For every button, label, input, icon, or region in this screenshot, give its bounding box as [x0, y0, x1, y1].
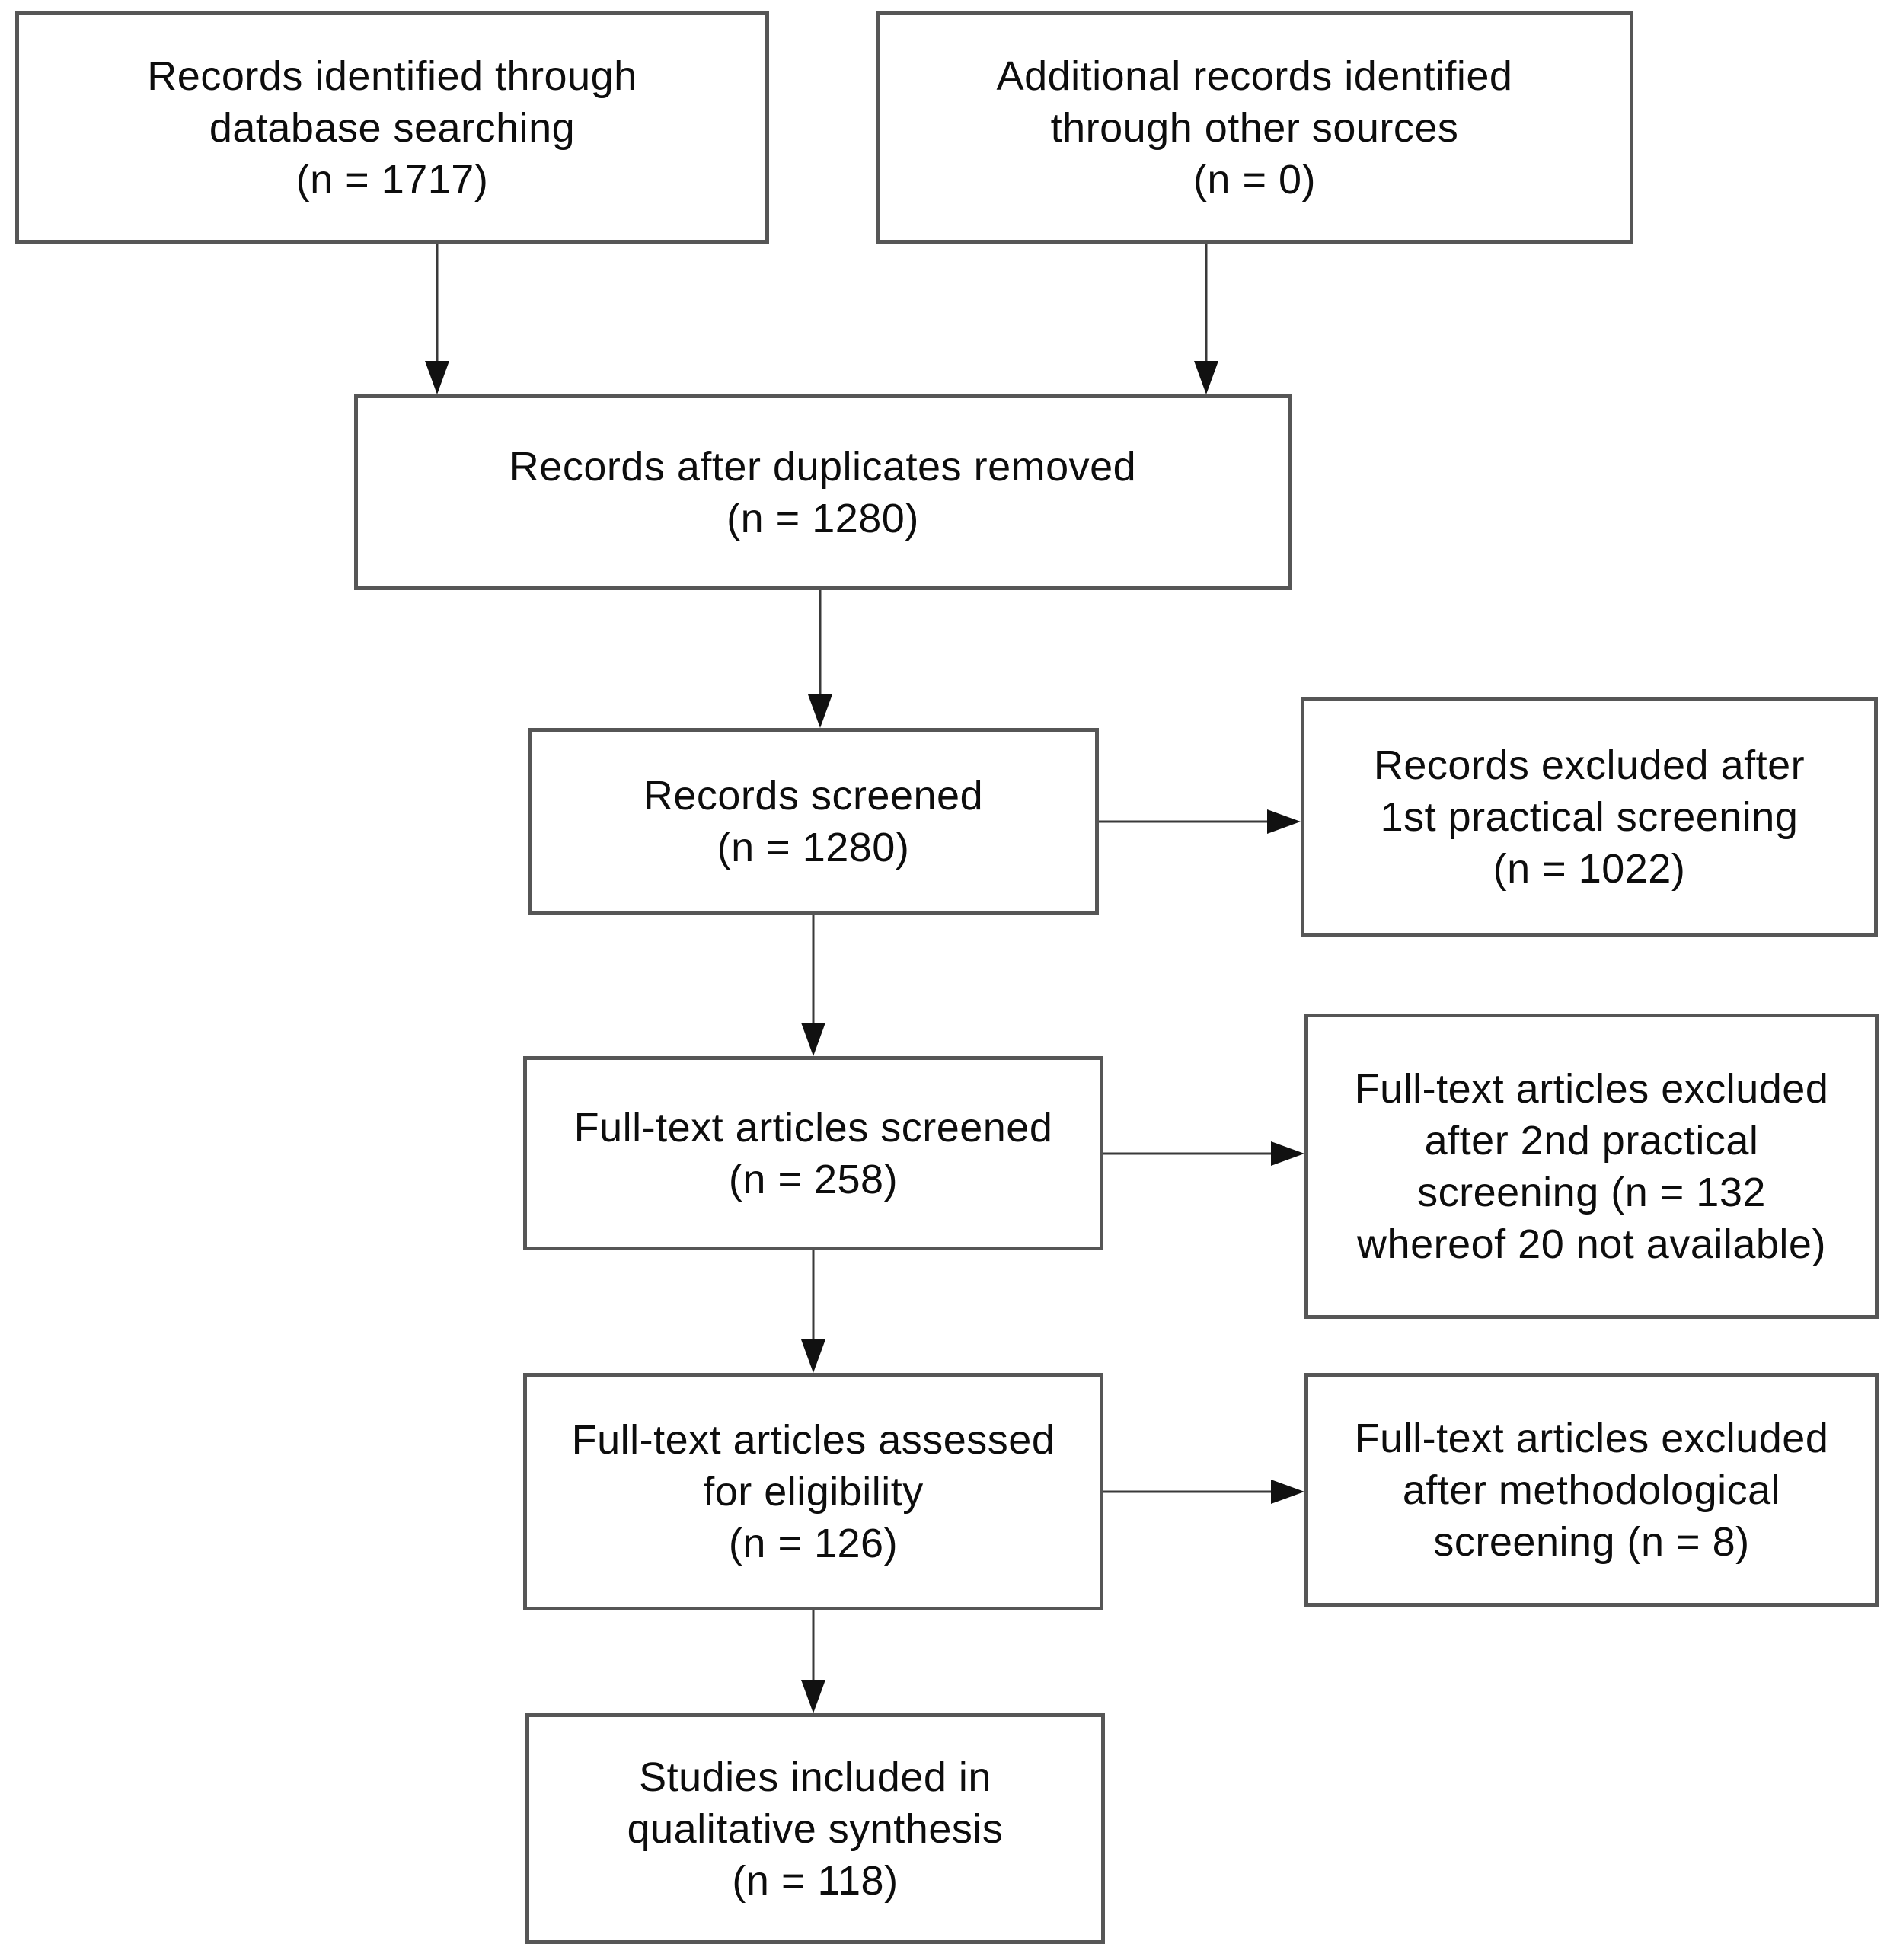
arrowhead-down-icon [801, 1023, 825, 1056]
box-text-line: screening (n = 132 [1417, 1169, 1766, 1215]
arrow-duplicates-to-screened [808, 590, 832, 728]
arrow-screened-to-fulltext [801, 915, 825, 1056]
box-text-line: through other sources [1050, 104, 1459, 151]
box-records-screened: Records screened (n = 1280) [528, 728, 1099, 915]
box-records-excluded-1st-screening: Records excluded after 1st practical scr… [1301, 697, 1878, 937]
box-text-line: Additional records identified [996, 53, 1513, 99]
box-text-line: Full-text articles excluded [1354, 1415, 1829, 1461]
box-records-after-duplicates: Records after duplicates removed (n = 12… [354, 394, 1292, 590]
arrow-shaft [819, 590, 822, 694]
box-text-line: (n = 1280) [726, 495, 919, 541]
arrow-shaft [812, 1610, 815, 1680]
arrow-fulltext-to-assessed [801, 1250, 825, 1373]
arrowhead-right-icon [1271, 1480, 1304, 1504]
box-text-line: Records identified through [147, 53, 637, 99]
box-text-line: for eligibility [703, 1469, 924, 1515]
arrow-shaft [1103, 1490, 1271, 1493]
box-text-line: 1st practical screening [1380, 793, 1799, 840]
arrowhead-down-icon [801, 1339, 825, 1373]
box-fulltext-screened: Full-text articles screened (n = 258) [523, 1056, 1103, 1250]
arrow-fulltext-to-excluded2 [1103, 1141, 1304, 1166]
box-fulltext-excluded-methodological: Full-text articles excluded after method… [1304, 1373, 1879, 1607]
arrowhead-down-icon [808, 694, 832, 728]
arrow-assessed-to-excluded3 [1103, 1480, 1304, 1504]
arrow-identified-to-duplicates [425, 244, 449, 394]
box-text-line: (n = 118) [732, 1857, 899, 1904]
arrowhead-down-icon [425, 361, 449, 394]
arrow-shaft [436, 244, 439, 361]
arrow-shaft [1205, 244, 1208, 361]
box-text-line: database searching [209, 104, 576, 151]
box-text-line: screening (n = 8) [1433, 1518, 1750, 1565]
arrow-additional-to-duplicates [1194, 244, 1218, 394]
box-text-line: (n = 1022) [1493, 845, 1686, 892]
arrow-assessed-to-included [801, 1610, 825, 1713]
arrow-shaft [1099, 820, 1267, 823]
box-text-line: qualitative synthesis [627, 1805, 1004, 1852]
box-text-line: Records screened [643, 773, 984, 819]
arrowhead-down-icon [1194, 361, 1218, 394]
box-text-line: (n = 1280) [717, 825, 910, 870]
box-text-line: Studies included in [639, 1754, 991, 1800]
box-text-line: Records excluded after [1373, 742, 1806, 788]
box-studies-included: Studies included in qualitative synthesi… [525, 1713, 1105, 1944]
box-text-line: after methodological [1402, 1467, 1781, 1513]
box-text-line: (n = 126) [728, 1521, 899, 1566]
box-records-identified: Records identified through database sear… [15, 11, 769, 244]
box-fulltext-assessed-eligibility: Full-text articles assessed for eligibil… [523, 1373, 1103, 1610]
arrowhead-right-icon [1271, 1141, 1304, 1166]
box-additional-records: Additional records identified through ot… [876, 11, 1633, 244]
box-text-line: Full-text articles excluded [1354, 1065, 1829, 1112]
arrow-shaft [1103, 1152, 1271, 1155]
box-text-line: Full-text articles screened [573, 1104, 1053, 1151]
box-text-line: (n = 0) [1193, 156, 1317, 203]
box-text-line: Records after duplicates removed [509, 443, 1137, 490]
box-text-line: after 2nd practical [1424, 1117, 1759, 1164]
arrow-shaft [812, 915, 815, 1023]
box-text-line: whereof 20 not available) [1357, 1221, 1826, 1267]
arrow-shaft [812, 1250, 815, 1339]
arrowhead-down-icon [801, 1680, 825, 1713]
arrowhead-right-icon [1267, 809, 1301, 834]
arrow-screened-to-excluded1 [1099, 809, 1301, 834]
box-text-line: Full-text articles assessed [571, 1417, 1055, 1463]
box-text-line: (n = 1717) [295, 156, 489, 203]
box-fulltext-excluded-2nd-screening: Full-text articles excluded after 2nd pr… [1304, 1014, 1879, 1319]
box-text-line: (n = 258) [728, 1156, 899, 1202]
